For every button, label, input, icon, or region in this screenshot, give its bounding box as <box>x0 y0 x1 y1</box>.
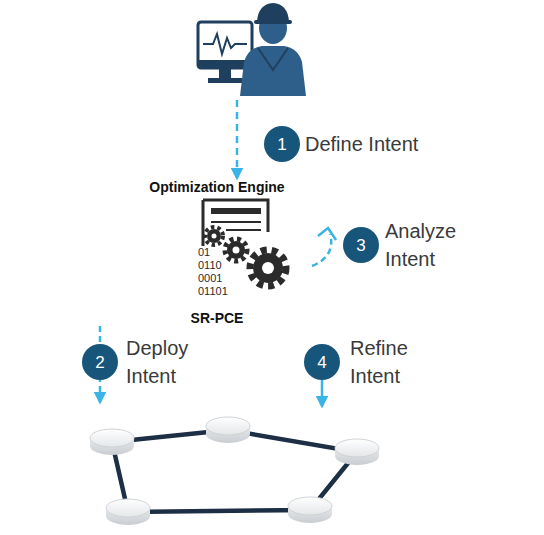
callout-circle: 1Define Intent <box>264 126 300 162</box>
binary-digits: 0001 <box>198 272 222 285</box>
step-label: Analyze Intent <box>385 217 467 273</box>
callout-circle: 3Analyze Intent <box>343 227 379 263</box>
callout-circle: 2Deploy Intent <box>82 344 118 380</box>
step-label: Refine Intent <box>350 334 432 390</box>
callout-circle: 4Refine Intent <box>304 344 340 380</box>
callout-number: 1 <box>277 136 286 153</box>
binary-digits: 01 <box>198 246 210 259</box>
operator-icon <box>198 3 306 96</box>
loop-arrow-head <box>318 228 336 240</box>
step-label: Deploy Intent <box>126 334 208 390</box>
engine-title: Optimization Engine <box>149 179 284 195</box>
callout-number: 4 <box>317 354 326 371</box>
loop-arrow <box>312 234 331 266</box>
callout-number: 2 <box>95 354 104 371</box>
binary-digits: 0110 <box>198 259 222 272</box>
callout-number: 3 <box>356 237 365 254</box>
step-label: Define Intent <box>305 130 418 158</box>
router-icons <box>90 417 379 525</box>
engine-subtitle: SR-PCE <box>191 310 244 326</box>
binary-digits: 01101 <box>198 285 228 298</box>
refine-arrow <box>321 380 324 406</box>
intent-arrow <box>236 100 239 178</box>
